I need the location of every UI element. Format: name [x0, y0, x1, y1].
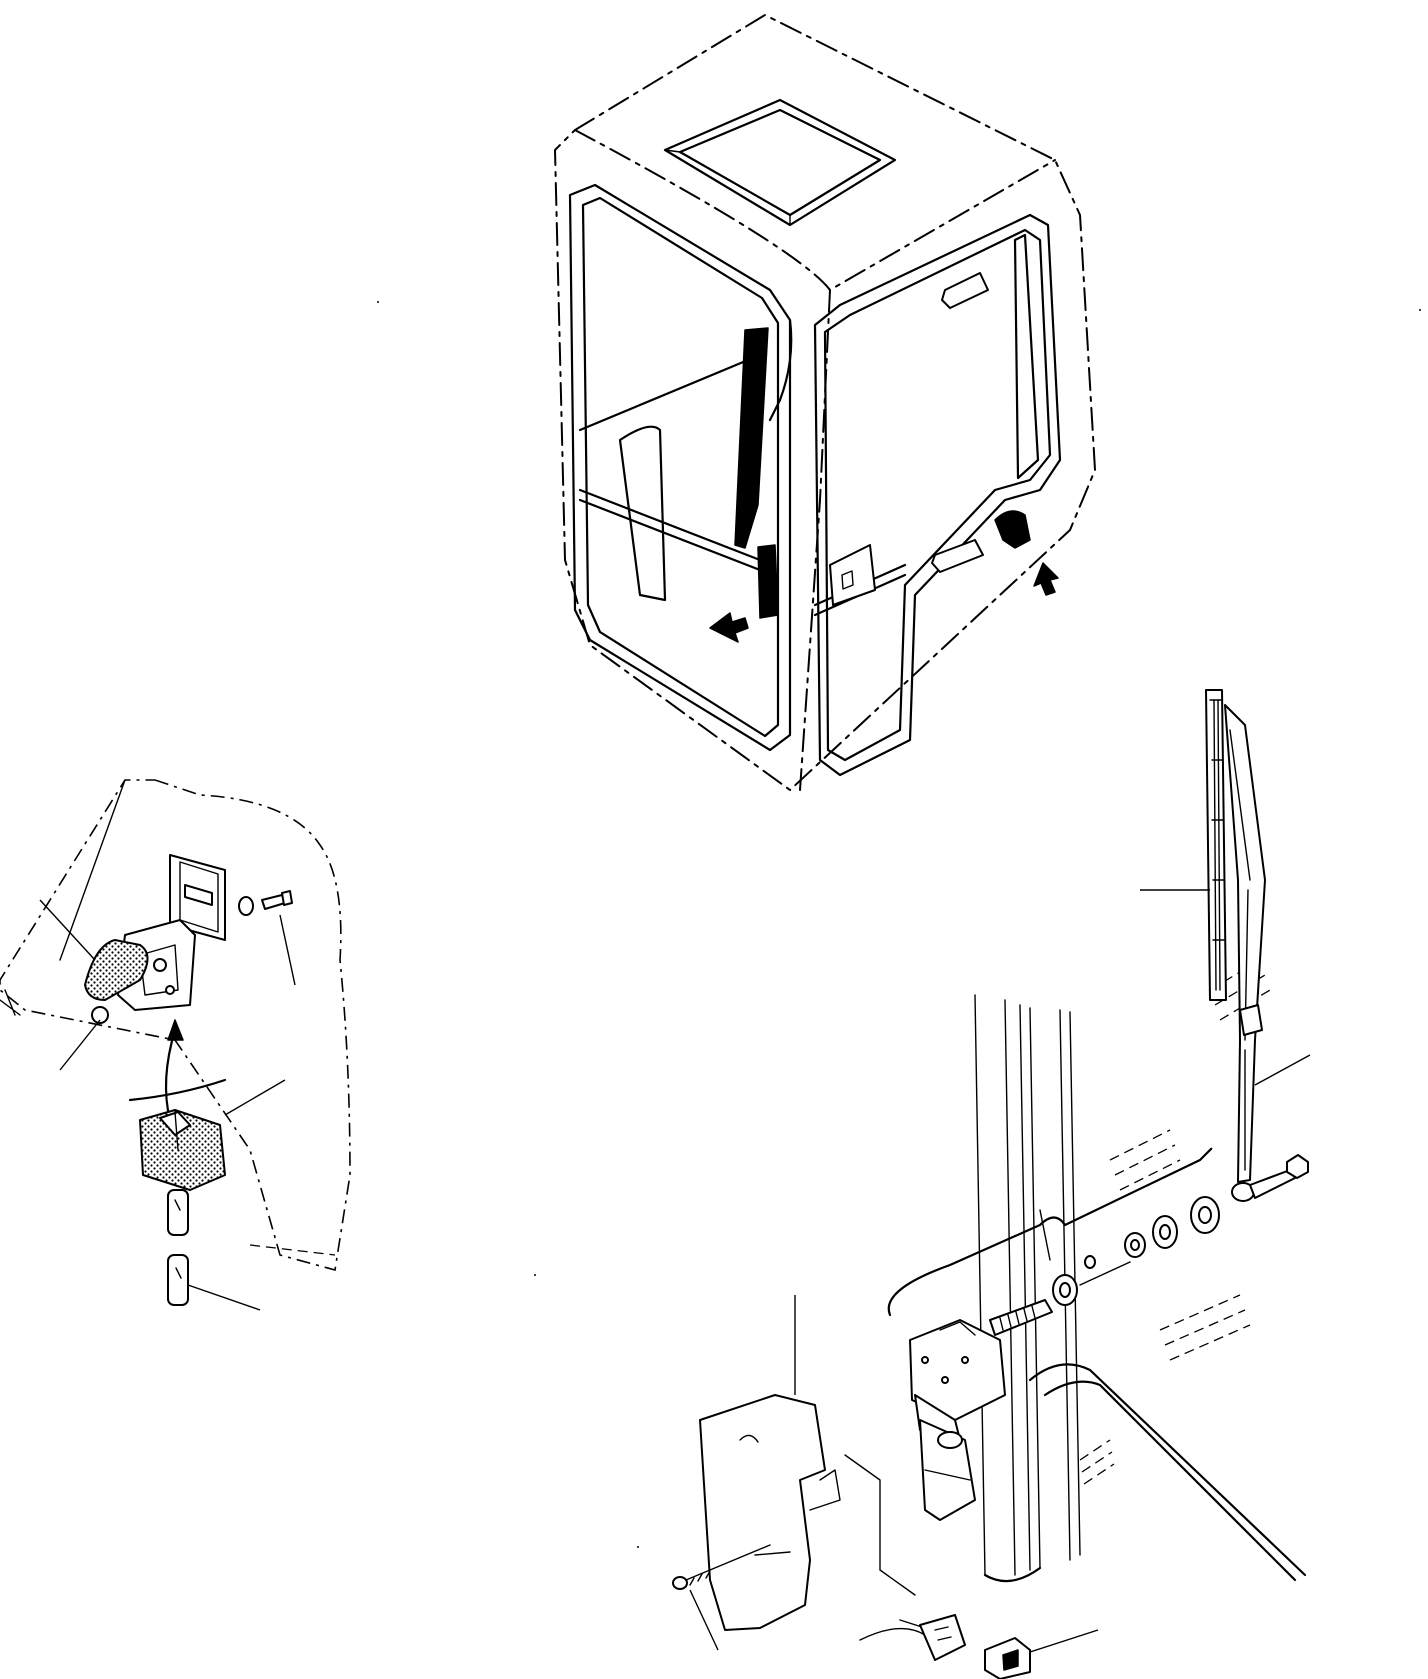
wiring-connector [844, 1454, 966, 1661]
callout-arrow-icon [1033, 562, 1059, 596]
spindle-parts [1052, 1196, 1220, 1306]
latch-body [117, 919, 196, 1011]
wiper-assembly-detail [672, 689, 1311, 1679]
wiper-blade [1205, 689, 1227, 1001]
door-latch-detail [0, 779, 351, 1311]
latch-nut [91, 1006, 109, 1024]
cab-overview [553, 13, 1097, 792]
side-window-frame [568, 183, 792, 752]
motor-cover [699, 1394, 841, 1631]
latch-lever [84, 939, 149, 1001]
striker-block [139, 1109, 226, 1191]
leader-lines [39, 899, 296, 1311]
window-frame [974, 959, 1307, 1583]
spring-pins [167, 1189, 189, 1306]
striker-plate [169, 854, 226, 941]
cab-wiper [734, 318, 793, 619]
roof-hatch [663, 98, 897, 227]
wiper-arm [1224, 704, 1296, 1202]
callout-arrow-icon [709, 612, 749, 643]
arm-nut [1286, 1154, 1309, 1179]
leader-lines [689, 889, 1311, 1653]
cover-screw [672, 1544, 771, 1590]
washer-bolt [238, 890, 293, 916]
door-frame [813, 213, 1062, 777]
glass-seal [887, 1147, 1213, 1317]
wiper-motor [909, 1299, 1053, 1521]
cab-latch-mark [994, 510, 1031, 549]
scan-specks [377, 301, 1421, 1548]
wiper-switch [984, 1637, 1031, 1679]
